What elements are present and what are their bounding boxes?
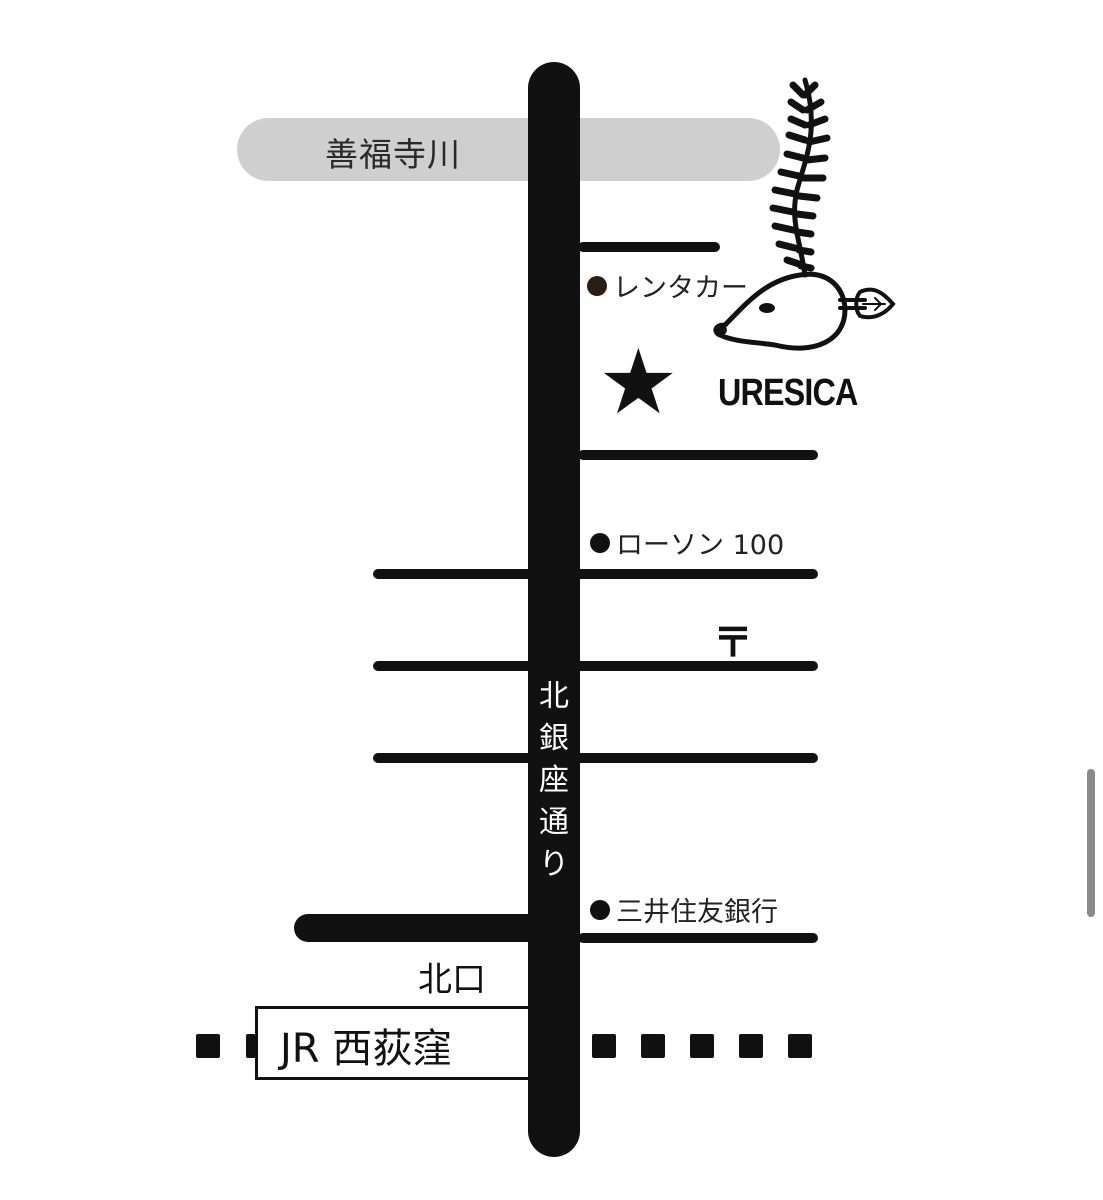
- railway-segment: [641, 1034, 665, 1058]
- street-char: 北: [539, 679, 569, 714]
- landmark-bank: 三井住友銀行: [590, 890, 778, 929]
- landmark-label: 三井住友銀行: [616, 897, 778, 928]
- dot-icon: [587, 275, 607, 296]
- street-char: 通: [539, 805, 569, 840]
- deer-fern-logo-icon: [713, 77, 896, 351]
- dot-icon: [590, 532, 610, 553]
- river: [237, 118, 780, 181]
- station-label: JR 西荻窪: [280, 1026, 453, 1072]
- landmark-label: ローソン 100: [616, 530, 785, 561]
- side-street-1: [578, 242, 720, 252]
- railway-segment: [788, 1034, 812, 1058]
- side-street-5: [373, 753, 818, 763]
- north-exit-label: 北口: [418, 960, 486, 1000]
- railway-segment: [592, 1034, 616, 1058]
- main-street: [528, 62, 580, 1157]
- side-street-2: [578, 450, 818, 460]
- star-icon: ★: [598, 330, 679, 435]
- railway-segment: [690, 1034, 714, 1058]
- landmark-label: レンタカー: [613, 273, 748, 304]
- side-street-3: [373, 569, 818, 579]
- dot-icon: [590, 899, 610, 920]
- destination-name: URESICA: [718, 372, 858, 414]
- street-char: 座: [539, 763, 569, 798]
- station-box: [255, 1006, 528, 1080]
- post-office-icon: 〒: [713, 620, 753, 666]
- side-street-4: [373, 661, 818, 671]
- main-street-label: 北 銀 座 通 り: [530, 676, 578, 886]
- station-access-road: [294, 914, 554, 942]
- street-char: 銀: [539, 721, 569, 756]
- landmark-lawson: ローソン 100: [590, 523, 784, 562]
- railway-segment: [196, 1034, 220, 1058]
- scrollbar[interactable]: [1087, 769, 1095, 917]
- river-label: 善福寺川: [325, 135, 461, 174]
- street-char: り: [539, 847, 569, 882]
- railway-segment: [246, 1034, 256, 1058]
- railway-segment: [739, 1034, 763, 1058]
- side-street-6: [578, 933, 818, 943]
- landmark-rental-car: レンタカー: [587, 266, 748, 305]
